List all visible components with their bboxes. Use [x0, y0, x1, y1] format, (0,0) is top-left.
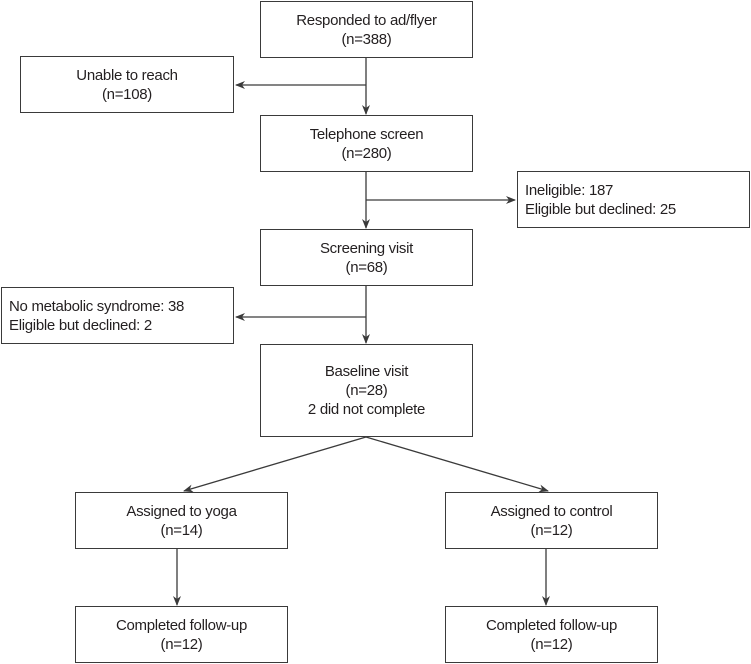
node-assigned-control: Assigned to control (n=12) — [445, 492, 658, 549]
node-title: Telephone screen — [309, 125, 424, 143]
node-title: Completed follow-up — [485, 616, 618, 634]
node-control-followup: Completed follow-up (n=12) — [445, 606, 658, 663]
node-count: (n=12) — [160, 635, 203, 653]
node-title: Screening visit — [319, 239, 414, 257]
node-unable-to-reach: Unable to reach (n=108) — [20, 56, 234, 113]
node-count: (n=14) — [160, 521, 203, 539]
node-title: Baseline visit — [324, 363, 409, 380]
node-count: (n=68) — [345, 258, 388, 276]
node-assigned-yoga: Assigned to yoga (n=14) — [75, 492, 288, 549]
node-ineligible: Ineligible: 187 Eligible but declined: 2… — [517, 171, 750, 228]
node-line: Eligible but declined: 2 — [9, 316, 152, 334]
node-count: (n=108) — [101, 85, 153, 103]
node-title: Completed follow-up — [115, 616, 248, 634]
node-count: (n=388) — [341, 30, 392, 48]
node-line: Eligible but declined: 25 — [525, 200, 676, 218]
node-count: (n=12) — [530, 635, 573, 653]
node-title: Unable to reach — [76, 66, 178, 84]
arrow-baseline-to-yoga — [183, 436, 367, 493]
arrow-baseline-to-control — [365, 436, 549, 493]
node-telephone-screen: Telephone screen (n=280) — [260, 115, 473, 172]
node-line: No metabolic syndrome: 38 — [9, 297, 185, 315]
node-baseline-visit: Baseline visit (n=28) 2 did not complete — [260, 344, 473, 437]
node-count: (n=280) — [341, 144, 392, 162]
node-no-metabolic-syndrome: No metabolic syndrome: 38 Eligible but d… — [1, 287, 234, 344]
node-line: Ineligible: 187 — [525, 181, 614, 199]
node-yoga-followup: Completed follow-up (n=12) — [75, 606, 288, 663]
node-title: Responded to ad/flyer — [296, 11, 437, 29]
node-note: 2 did not complete — [307, 401, 426, 418]
node-title: Assigned to yoga — [126, 502, 237, 520]
node-responded: Responded to ad/flyer (n=388) — [260, 1, 473, 58]
node-screening-visit: Screening visit (n=68) — [260, 229, 473, 286]
node-count: (n=12) — [530, 521, 573, 539]
node-count: (n=28) — [345, 382, 388, 399]
node-title: Assigned to control — [490, 502, 613, 520]
